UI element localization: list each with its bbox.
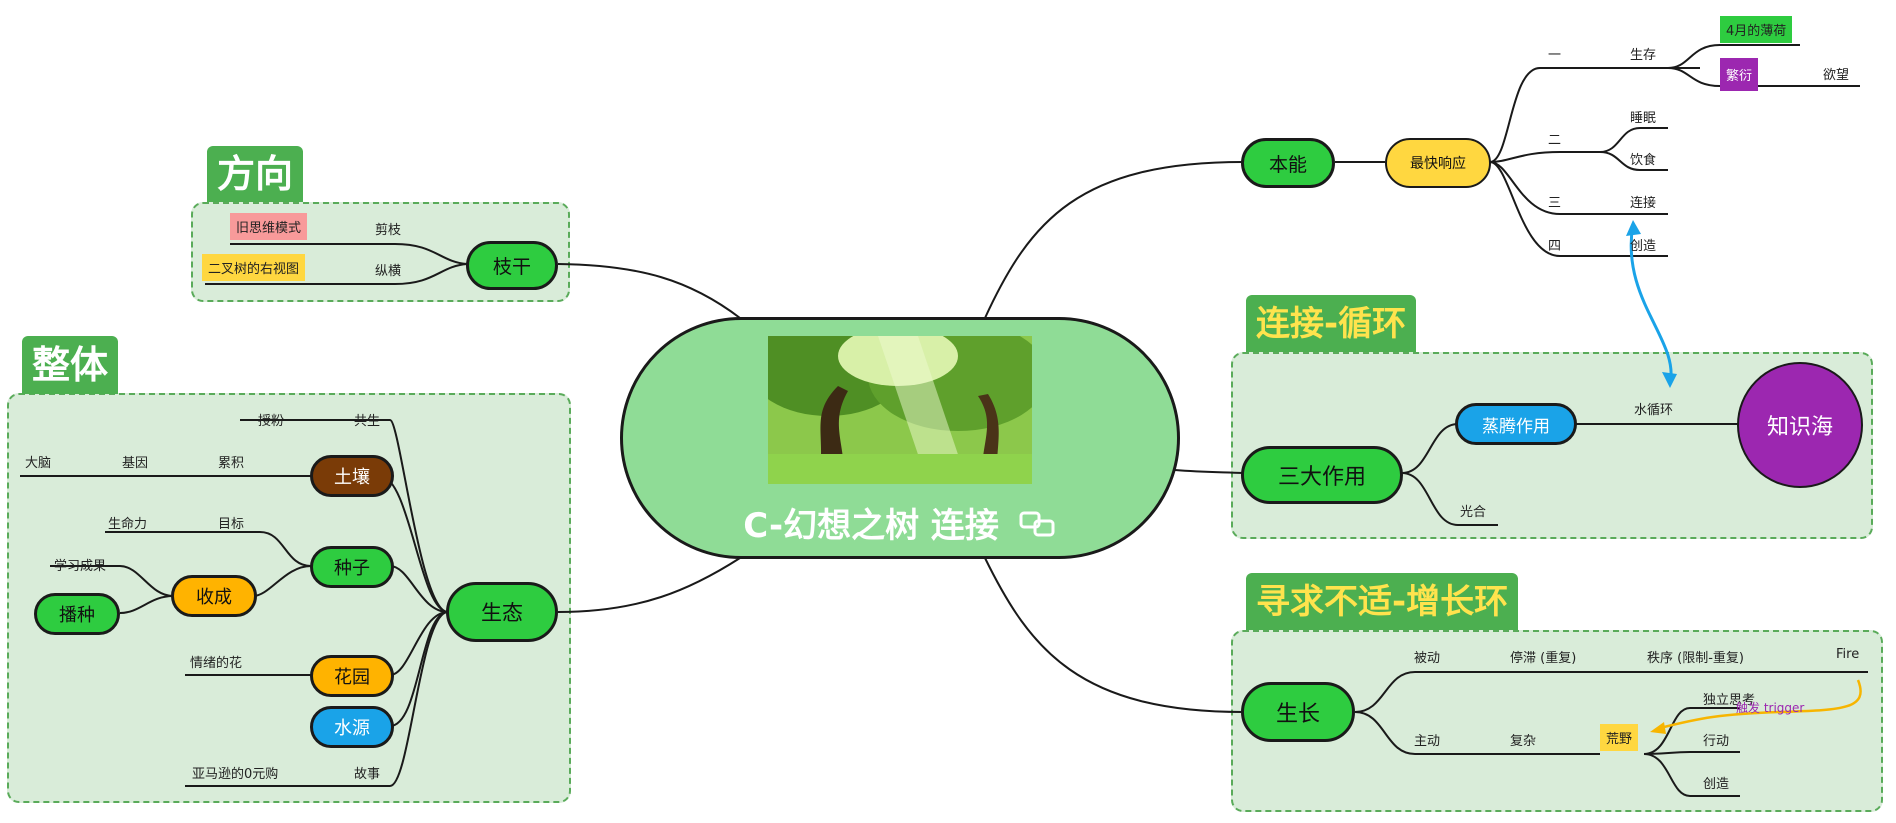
label-yinshi: 饮食 xyxy=(1630,153,1657,168)
label-shoufen: 授粉 xyxy=(258,414,285,429)
label-shuimian: 睡眠 xyxy=(1630,111,1657,126)
label-chuangzao: 创造 xyxy=(1630,239,1657,254)
central-node[interactable]: C-幻想之树 连接 xyxy=(620,317,1180,559)
tag-binary-tree: 二叉树的右视图 xyxy=(202,254,306,281)
label-yuwang: 欲望 xyxy=(1823,68,1850,83)
label-guanghe: 光合 xyxy=(1460,505,1487,520)
label-fire: Fire xyxy=(1836,647,1860,662)
central-title: C-幻想之树 连接 xyxy=(623,498,1177,548)
central-title-text: C-幻想之树 连接 xyxy=(743,506,999,546)
label-gongsheng: 共生 xyxy=(354,414,381,429)
group-lianjie-title: 连接-循环 xyxy=(1246,295,1417,352)
label-danao: 大脑 xyxy=(25,456,52,471)
label-leiji: 累积 xyxy=(218,456,245,471)
label-mubiao: 目标 xyxy=(218,517,245,532)
group-zhengti-title: 整体 xyxy=(22,336,119,394)
node-huayuan[interactable]: 花园 xyxy=(310,655,394,697)
label-shuixunhuan: 水循环 xyxy=(1634,403,1674,418)
label-num-4: 四 xyxy=(1548,239,1562,254)
label-tingzhi: 停滞 (重复) xyxy=(1510,651,1577,666)
label-xingdong: 行动 xyxy=(1703,734,1730,749)
node-zuikuaixiangying[interactable]: 最快响应 xyxy=(1385,138,1491,188)
group-fangxiang-title: 方向 xyxy=(207,146,304,202)
label-shengmingli: 生命力 xyxy=(108,517,148,532)
node-turang[interactable]: 土壤 xyxy=(310,455,394,497)
node-shengzhang[interactable]: 生长 xyxy=(1241,682,1355,742)
label-lianjie: 连接 xyxy=(1630,196,1657,211)
label-amazon: 亚马逊的0元购 xyxy=(192,767,279,782)
node-zhigan[interactable]: 枝干 xyxy=(466,241,558,290)
label-chuangzao-growth: 创造 xyxy=(1703,777,1730,792)
label-jianzhi: 剪枝 xyxy=(375,223,402,238)
node-shengtai[interactable]: 生态 xyxy=(446,582,558,642)
label-trigger: 触发 trigger xyxy=(1736,701,1805,715)
tag-old-thinking: 旧思维模式 xyxy=(230,213,308,240)
tag-fanyan: 繁衍 xyxy=(1720,58,1759,91)
label-zongheng: 纵横 xyxy=(375,264,402,279)
label-beidong: 被动 xyxy=(1414,651,1441,666)
tag-mint: 4月的薄荷 xyxy=(1720,16,1793,43)
node-benneng[interactable]: 本能 xyxy=(1241,138,1335,188)
node-bozhong[interactable]: 播种 xyxy=(34,593,120,635)
label-jiyin: 基因 xyxy=(122,456,149,471)
node-zhongzi[interactable]: 种子 xyxy=(310,546,394,588)
label-xuexichengguo: 学习成果 xyxy=(54,559,107,574)
node-shoucheng[interactable]: 收成 xyxy=(171,575,257,617)
label-num-2: 二 xyxy=(1548,133,1562,148)
tag-huangye: 荒野 xyxy=(1600,724,1639,751)
link-icon[interactable] xyxy=(1019,508,1057,548)
label-num-1: 一 xyxy=(1548,48,1562,63)
node-zhishihai[interactable]: 知识海 xyxy=(1737,362,1863,488)
label-fuza: 复杂 xyxy=(1510,734,1537,749)
label-num-3: 三 xyxy=(1548,196,1562,211)
node-sandazuoyong[interactable]: 三大作用 xyxy=(1241,446,1403,504)
label-zhudong: 主动 xyxy=(1414,734,1441,749)
label-gushi: 故事 xyxy=(354,767,381,782)
label-dulisikao: 独立思考 xyxy=(1703,693,1756,708)
label-qingxudehua: 情绪的花 xyxy=(190,656,243,671)
group-xunqiu-title: 寻求不适-增长环 xyxy=(1246,573,1519,630)
label-shengcun: 生存 xyxy=(1630,48,1657,63)
label-zhixu: 秩序 (限制-重复) xyxy=(1647,651,1744,666)
node-shuiyuan[interactable]: 水源 xyxy=(310,706,394,748)
node-zhengteng[interactable]: 蒸腾作用 xyxy=(1455,403,1577,445)
forest-image xyxy=(768,336,1032,484)
